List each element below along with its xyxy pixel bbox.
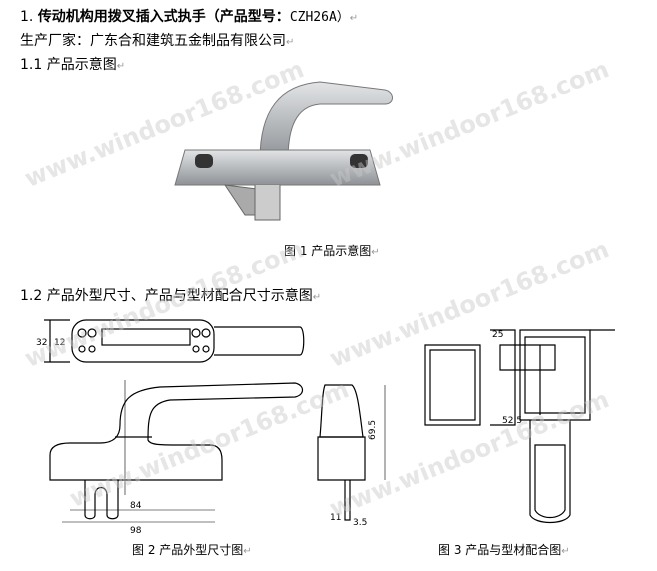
dim-52-5: 52.5 bbox=[502, 416, 522, 426]
figure3-caption: 图 3 产品与型材配合图↵ bbox=[438, 541, 570, 558]
figure3-caption-text: 图 3 产品与型材配合图 bbox=[438, 543, 562, 557]
model-number: CZH26A） bbox=[289, 10, 350, 25]
section-1-2-text: 1.2 产品外型尺寸、产品与型材配合尺寸示意图 bbox=[20, 288, 313, 304]
profile-fit-drawing: 25 52.5 bbox=[424, 329, 615, 524]
dim-11: 11 bbox=[330, 513, 341, 523]
heading-number: 1. bbox=[20, 9, 34, 25]
dim-3-5: 3.5 bbox=[353, 518, 367, 528]
section-1-1: 1.1 产品示意图↵ bbox=[20, 54, 125, 74]
handle-photo bbox=[174, 81, 393, 221]
figure1-caption-text: 图 1 产品示意图 bbox=[284, 244, 372, 258]
dim-32: 32 bbox=[36, 338, 47, 348]
heading-title: 传动机构用拨叉插入式执手（产品型号： bbox=[37, 9, 290, 25]
paragraph-mark: ↵ bbox=[561, 546, 570, 557]
paragraph-mark: ↵ bbox=[286, 37, 295, 48]
figure2-caption-text: 图 2 产品外型尺寸图 bbox=[132, 543, 244, 557]
dim-25: 25 bbox=[492, 330, 503, 340]
manufacturer: 生产厂家：广东合和建筑五金制品有限公司↵ bbox=[20, 30, 294, 50]
dim-12: 12 bbox=[54, 338, 65, 348]
paragraph-mark: ↵ bbox=[312, 292, 322, 303]
dim-84: 84 bbox=[130, 501, 142, 511]
paragraph-mark: ↵ bbox=[349, 13, 359, 24]
section-1-2: 1.2 产品外型尺寸、产品与型材配合尺寸示意图↵ bbox=[20, 285, 321, 305]
figure1-caption: 图 1 产品示意图↵ bbox=[284, 242, 380, 259]
section-1-1-text: 1.1 产品示意图 bbox=[20, 57, 117, 73]
manufacturer-text: 生产厂家：广东合和建筑五金制品有限公司 bbox=[20, 33, 286, 49]
dim-98: 98 bbox=[130, 526, 142, 535]
paragraph-mark: ↵ bbox=[116, 61, 126, 72]
dim-69-5: 69.5 bbox=[368, 420, 378, 440]
heading: 1. 传动机构用拨叉插入式执手（产品型号：CZH26A）↵ bbox=[20, 6, 358, 26]
paragraph-mark: ↵ bbox=[243, 546, 252, 557]
dimension-drawing: 32 12 84 98 69.5 11 3.5 bbox=[36, 319, 386, 535]
figure2-caption: 图 2 产品外型尺寸图↵ bbox=[132, 541, 252, 558]
paragraph-mark: ↵ bbox=[371, 247, 380, 258]
